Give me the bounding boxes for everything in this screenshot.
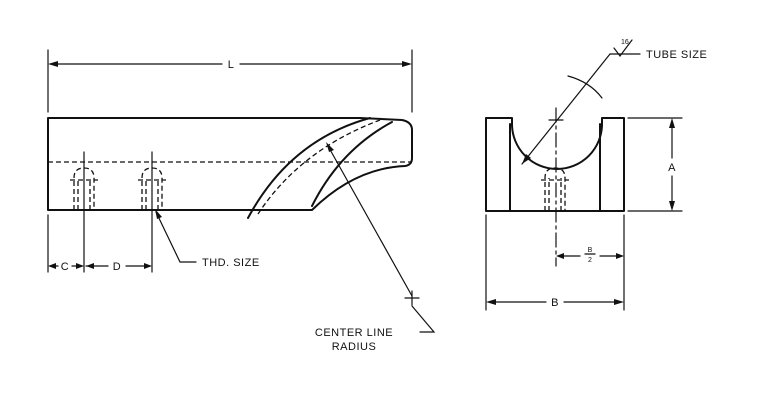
half-b-denominator: 2 (588, 257, 592, 264)
tube-size-label: TUBE SIZE (646, 49, 707, 61)
dimension-b-label: B (551, 297, 559, 309)
dimension-half-b: B 2 (556, 214, 625, 311)
tube-size-arc (567, 75, 603, 99)
end-view: 16 TUBE SIZE A B 2 (485, 39, 707, 311)
dimension-c-label: C (61, 261, 69, 273)
side-view-outline (47, 117, 413, 211)
tube-outer-edge (247, 117, 371, 219)
centerline-label-line2: RADIUS (332, 341, 377, 353)
tube-centerline-arc (257, 119, 381, 215)
surface-finish-mark (613, 39, 633, 57)
dimension-a-label: A (668, 162, 676, 174)
half-b-numerator: B (588, 247, 593, 254)
callout-mark-label: 16 (621, 39, 629, 46)
centerline-radius-callout: CENTER LINE RADIUS (315, 142, 436, 353)
tube-inner-edge (311, 121, 393, 207)
dimension-l-label: L (228, 59, 235, 71)
centerline-label-line1: CENTER LINE (315, 327, 393, 339)
side-view: L C D THD. SIZE (47, 49, 436, 353)
dimension-d-label: D (113, 261, 121, 273)
dimension-c-d: C D (47, 214, 152, 273)
dimension-l: L (47, 49, 413, 113)
thread-size-callout: THD. SIZE (155, 209, 260, 269)
thread-size-label: THD. SIZE (202, 257, 260, 269)
end-view-outline (485, 117, 625, 212)
dimension-a: A (627, 117, 683, 212)
end-view-tapped-hole (541, 167, 569, 211)
tube-size-callout: 16 TUBE SIZE (521, 39, 707, 165)
dimension-b: B (485, 214, 624, 311)
